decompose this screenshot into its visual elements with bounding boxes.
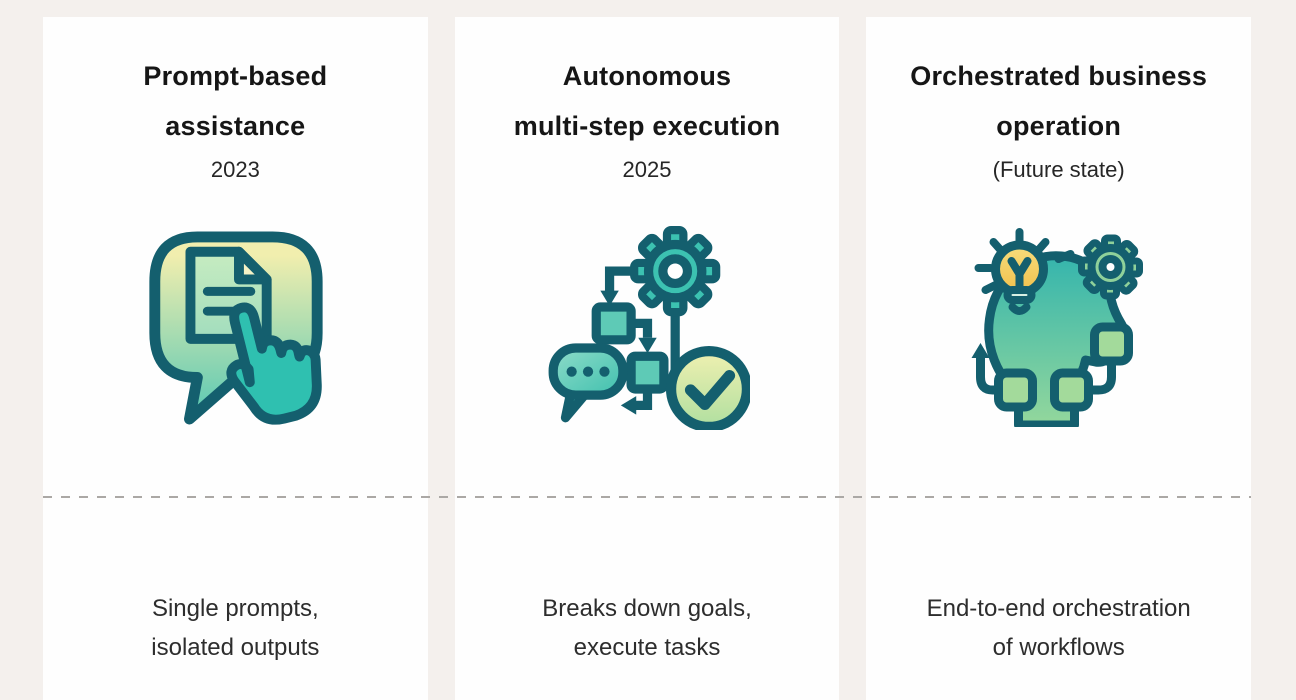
card-top-section: Autonomous multi-step execution 2025: [455, 17, 840, 496]
card-orchestrated-business-operation: Orchestrated business operation (Future …: [866, 17, 1252, 700]
card-description-line: Breaks down goals,: [542, 595, 752, 622]
card-bottom-section: End-to-end orchestration of workflows: [866, 496, 1251, 667]
card-year-label: 2025: [622, 157, 672, 182]
card-autonomous-multi-step-execution: Autonomous multi-step execution 2025: [454, 17, 840, 700]
card-icon-area: [545, 186, 750, 496]
card-bottom-section: Breaks down goals, execute tasks: [455, 496, 840, 667]
card-bottom-section: Single prompts, isolated outputs: [43, 496, 428, 667]
card-description-line: isolated outputs: [151, 634, 320, 661]
card-title: Autonomous multi-step execution: [514, 51, 781, 151]
card-title-line: Prompt-based: [143, 61, 328, 91]
card-year-label: 2023: [210, 157, 260, 182]
card-title-line: operation: [996, 111, 1122, 141]
card-title-line: multi-step execution: [513, 111, 781, 141]
card-title-line: Orchestrated business: [910, 61, 1208, 91]
card-prompt-based-assistance: Prompt-based assistance 2023: [43, 17, 428, 700]
card-top-section: Prompt-based assistance 2023: [43, 17, 428, 496]
card-icon-area: [136, 186, 334, 496]
card-description-line: of workflows: [992, 634, 1125, 661]
card-top-section: Orchestrated business operation (Future …: [866, 17, 1251, 496]
dashed-divider: [43, 496, 1251, 498]
card-description-line: execute tasks: [573, 634, 721, 661]
gear-flowchart-check-icon: [548, 225, 750, 430]
card-title-line: Autonomous: [562, 61, 732, 91]
card-description: Breaks down goals, execute tasks: [455, 589, 840, 667]
card-description-line: End-to-end orchestration: [926, 595, 1191, 622]
head-lightbulb-gear-loop-icon: [971, 228, 1144, 427]
card-title: Prompt-based assistance: [143, 51, 327, 151]
card-description: Single prompts, isolated outputs: [43, 589, 428, 667]
card-icon-area: [956, 186, 1161, 496]
card-title-line: assistance: [165, 111, 306, 141]
card-description: End-to-end orchestration of workflows: [866, 589, 1251, 667]
card-state-label: (Future state): [992, 157, 1125, 182]
card-description-line: Single prompts,: [151, 595, 319, 622]
document-chat-pointer-icon: [149, 231, 323, 425]
card-title: Orchestrated business operation: [910, 51, 1207, 151]
